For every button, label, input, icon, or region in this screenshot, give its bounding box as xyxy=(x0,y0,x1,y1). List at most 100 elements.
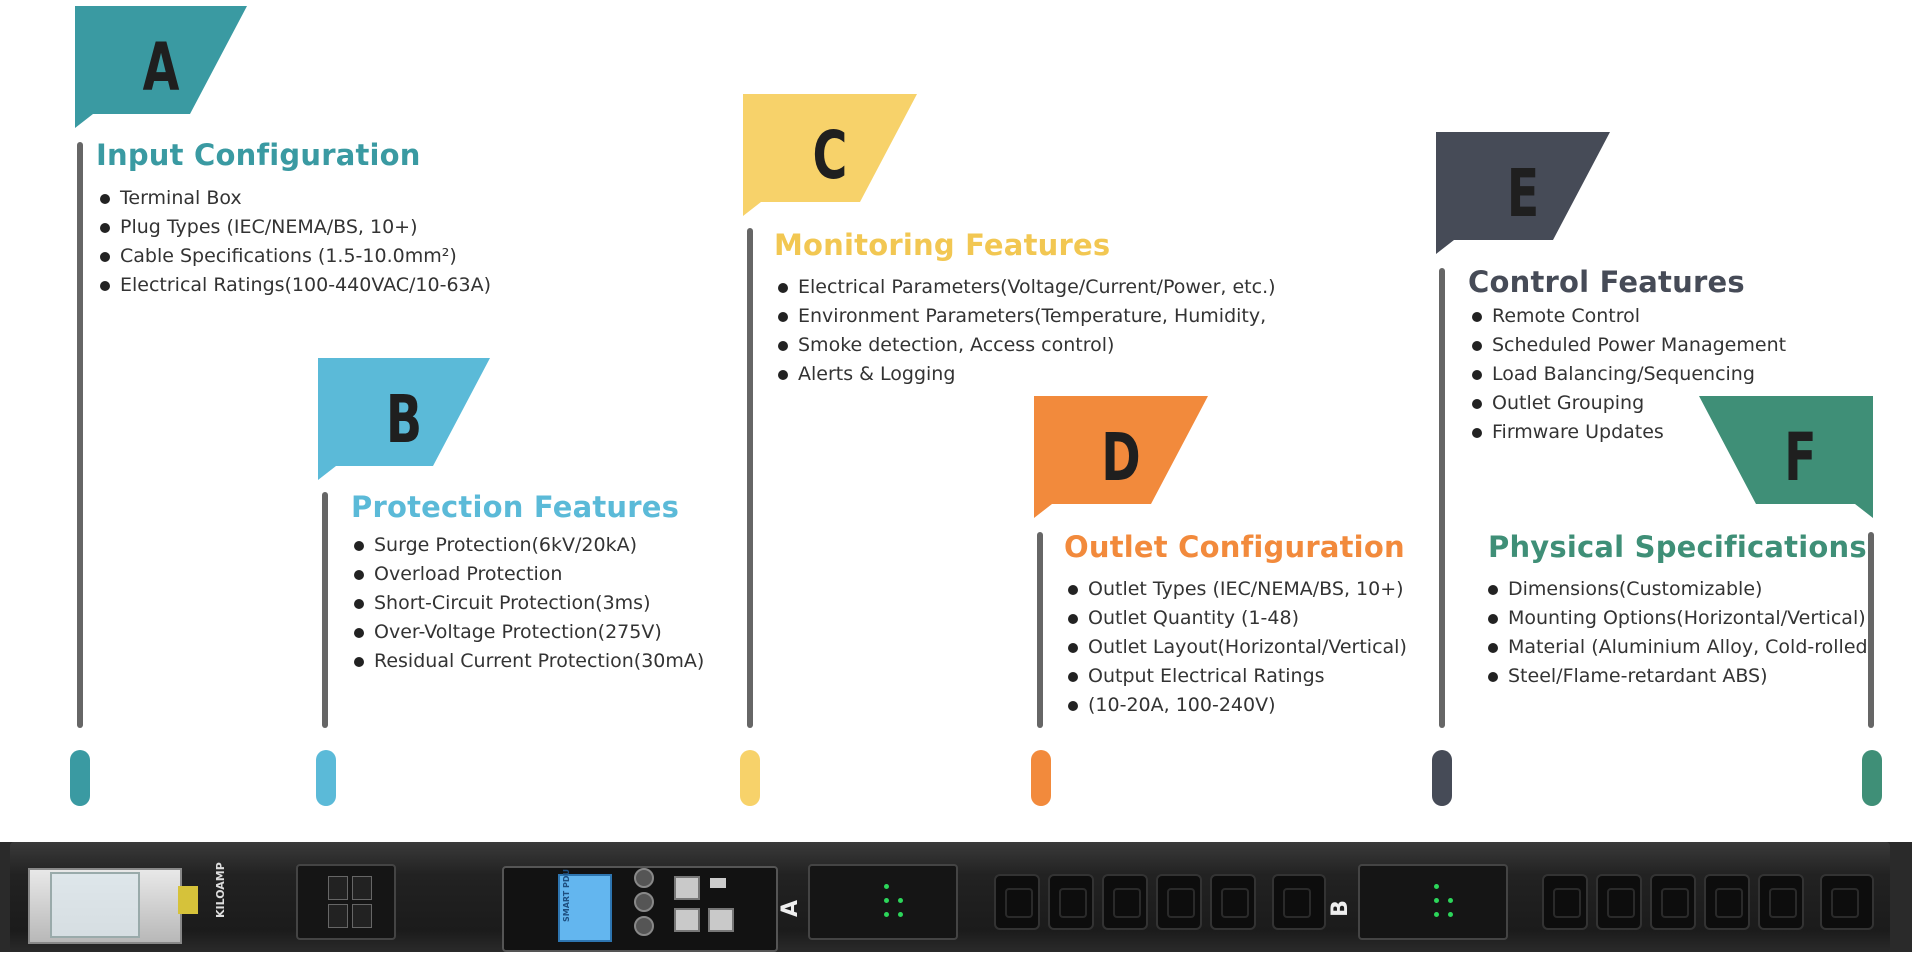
list-item: Remote Control xyxy=(1470,302,1786,331)
flag-c-shape xyxy=(743,94,917,216)
flag-f-shape xyxy=(1699,396,1873,518)
list-item: Outlet Layout(Horizontal/Vertical) xyxy=(1066,633,1407,662)
flag-a-letter: A xyxy=(142,28,180,106)
list-item: Electrical Ratings(100-440VAC/10-63A) xyxy=(98,271,491,300)
usb-port[interactable] xyxy=(710,878,726,888)
flag-b-letter: B xyxy=(385,380,423,458)
controller-module: SMART PDU xyxy=(502,866,778,952)
list-item: Alerts & Logging xyxy=(776,360,1276,389)
list-item: Outlet Types (IEC/NEMA/BS, 10+) xyxy=(1066,575,1407,604)
breaker-switch[interactable] xyxy=(328,904,348,928)
indicator-module xyxy=(808,864,958,940)
line-c xyxy=(747,228,753,728)
list-item: Dimensions(Customizable) xyxy=(1486,575,1868,604)
list-item: Terminal Box xyxy=(98,184,491,213)
flag-d: D xyxy=(1034,396,1208,518)
control-button[interactable] xyxy=(634,916,654,936)
pill-e xyxy=(1432,750,1452,806)
network-port[interactable] xyxy=(708,908,734,932)
flag-c: C xyxy=(743,94,917,216)
outlet[interactable] xyxy=(1542,874,1588,930)
list-item: Environment Parameters(Temperature, Humi… xyxy=(776,302,1276,331)
outlet[interactable] xyxy=(1596,874,1642,930)
pill-a xyxy=(70,750,90,806)
status-led xyxy=(1434,884,1439,889)
flag-d-shape xyxy=(1034,396,1208,518)
list-f: Dimensions(Customizable) Mounting Option… xyxy=(1486,575,1868,691)
pill-b xyxy=(316,750,336,806)
outlet[interactable] xyxy=(1704,874,1750,930)
controller-label: SMART PDU xyxy=(562,869,571,922)
flag-e-letter: E xyxy=(1506,154,1540,232)
outlet[interactable] xyxy=(1820,874,1874,930)
list-item: Firmware Updates xyxy=(1470,418,1786,447)
status-led xyxy=(898,912,903,917)
list-item: Smoke detection, Access control) xyxy=(776,331,1276,360)
right-bracket xyxy=(1886,842,1912,952)
line-e xyxy=(1439,268,1445,728)
list-item: Scheduled Power Management xyxy=(1470,331,1786,360)
list-b: Surge Protection(6kV/20kA) Overload Prot… xyxy=(352,531,704,676)
breaker-switch[interactable] xyxy=(352,876,372,900)
outlet[interactable] xyxy=(1048,874,1094,930)
flag-a: A xyxy=(75,6,247,128)
breaker-switch[interactable] xyxy=(352,904,372,928)
flag-f-letter: F xyxy=(1784,418,1817,496)
flag-a-shape xyxy=(75,6,247,128)
line-b xyxy=(322,492,328,728)
pill-c xyxy=(740,750,760,806)
list-item: Residual Current Protection(30mA) xyxy=(352,647,704,676)
flag-b: B xyxy=(318,358,490,480)
breaker-switch[interactable] xyxy=(328,876,348,900)
status-led xyxy=(1434,898,1439,903)
flag-d-letter: D xyxy=(1101,418,1141,496)
outlet[interactable] xyxy=(1156,874,1202,930)
list-item: Short-Circuit Protection(3ms) xyxy=(352,589,704,618)
control-button[interactable] xyxy=(634,868,654,888)
list-item: Surge Protection(6kV/20kA) xyxy=(352,531,704,560)
title-b: Protection Features xyxy=(351,490,680,524)
list-item: Material (Aluminium Alloy, Cold-rolled xyxy=(1486,633,1868,662)
list-item: Outlet Grouping xyxy=(1470,389,1786,418)
breaker-module xyxy=(296,864,396,940)
outlet[interactable] xyxy=(1102,874,1148,930)
outlet[interactable] xyxy=(1272,874,1326,930)
list-c: Electrical Parameters(Voltage/Current/Po… xyxy=(776,273,1276,389)
network-port[interactable] xyxy=(674,908,700,932)
outlet[interactable] xyxy=(1650,874,1696,930)
line-d xyxy=(1037,532,1043,728)
outlet[interactable] xyxy=(1758,874,1804,930)
control-button[interactable] xyxy=(634,892,654,912)
title-e: Control Features xyxy=(1468,265,1745,299)
flag-b-shape xyxy=(318,358,490,480)
list-item: Electrical Parameters(Voltage/Current/Po… xyxy=(776,273,1276,302)
status-led xyxy=(884,898,889,903)
flag-c-letter: C xyxy=(812,116,848,194)
outlet[interactable] xyxy=(994,874,1040,930)
status-led xyxy=(1448,898,1453,903)
title-c: Monitoring Features xyxy=(774,228,1111,262)
lcd-display: SMART PDU xyxy=(558,869,612,942)
flag-e-shape xyxy=(1436,132,1610,254)
list-item: Cable Specifications (1.5-10.0mm²) xyxy=(98,242,491,271)
terminal-window xyxy=(50,872,140,938)
status-led xyxy=(1448,912,1453,917)
status-led xyxy=(898,898,903,903)
outlet[interactable] xyxy=(1210,874,1256,930)
pdu-unit: KILOAMP SMART PDU A B xyxy=(0,842,1919,957)
brand-label: KILOAMP xyxy=(214,862,227,918)
status-led xyxy=(884,884,889,889)
list-item: Plug Types (IEC/NEMA/BS, 10+) xyxy=(98,213,491,242)
pill-d xyxy=(1031,750,1051,806)
list-d: Outlet Types (IEC/NEMA/BS, 10+) Outlet Q… xyxy=(1066,575,1407,720)
title-d: Outlet Configuration xyxy=(1064,530,1405,564)
list-item: Mounting Options(Horizontal/Vertical) xyxy=(1486,604,1868,633)
list-item: Overload Protection xyxy=(352,560,704,589)
section-b-label: B xyxy=(1327,900,1353,917)
indicator-module xyxy=(1358,864,1508,940)
title-f: Physical Specifications xyxy=(1488,530,1867,564)
flag-f: F xyxy=(1699,396,1873,518)
list-a: Terminal Box Plug Types (IEC/NEMA/BS, 10… xyxy=(98,184,491,300)
list-item: Steel/Flame-retardant ABS) xyxy=(1486,662,1868,691)
network-port[interactable] xyxy=(674,876,700,900)
